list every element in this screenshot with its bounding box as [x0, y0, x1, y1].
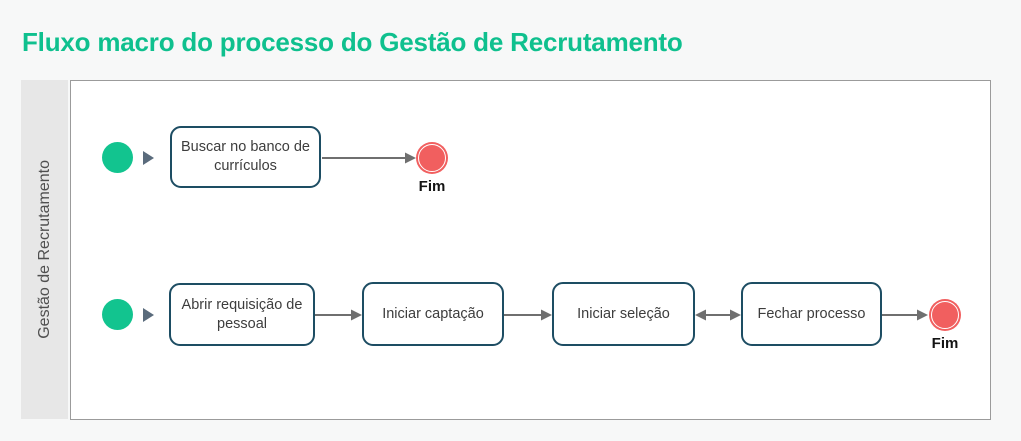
end-event-icon	[929, 298, 961, 331]
arrowhead-icon	[695, 309, 706, 320]
end-event-label: Fim	[418, 178, 446, 195]
arrowhead-icon	[541, 309, 552, 320]
sequence-flow-arrow	[882, 309, 928, 320]
start-event-icon	[102, 142, 133, 173]
arrowhead-icon	[917, 309, 928, 320]
sequence-flow-arrow	[322, 152, 416, 163]
sequence-flow-arrow	[504, 309, 552, 320]
task-label: Abrir requisição de pessoal	[181, 296, 303, 332]
task-abrir-requisicao-pessoal: Abrir requisição de pessoal	[169, 283, 315, 346]
task-fechar-processo: Fechar processo	[741, 282, 882, 346]
task-iniciar-captacao: Iniciar captação	[362, 282, 504, 346]
pool-lane-label: Gestão de Recrutamento	[35, 160, 53, 339]
task-buscar-banco-curriculos: Buscar no banco de currículos	[170, 126, 321, 188]
play-triangle-icon	[143, 150, 154, 165]
end-event-label: Fim	[931, 335, 959, 352]
play-triangle-icon	[143, 307, 154, 322]
task-iniciar-selecao: Iniciar seleção	[552, 282, 695, 346]
task-label: Iniciar captação	[382, 305, 484, 322]
arrowhead-icon	[730, 309, 741, 320]
pool-lane-strip: Gestão de Recrutamento	[21, 80, 68, 419]
sequence-flow-arrow	[315, 309, 362, 320]
sequence-flow-arrow-bidirectional	[695, 309, 741, 320]
task-label: Fechar processo	[757, 305, 866, 322]
start-event-icon	[102, 299, 133, 330]
page-title: Fluxo macro do processo do Gestão de Rec…	[22, 27, 683, 57]
arrowhead-icon	[351, 309, 362, 320]
arrowhead-icon	[405, 152, 416, 163]
diagram-canvas: Buscar no banco de currículos Fim Abrir …	[70, 80, 991, 420]
end-event-icon	[416, 141, 448, 174]
task-label: Buscar no banco de currículos	[181, 139, 310, 174]
task-label: Iniciar seleção	[577, 305, 670, 322]
